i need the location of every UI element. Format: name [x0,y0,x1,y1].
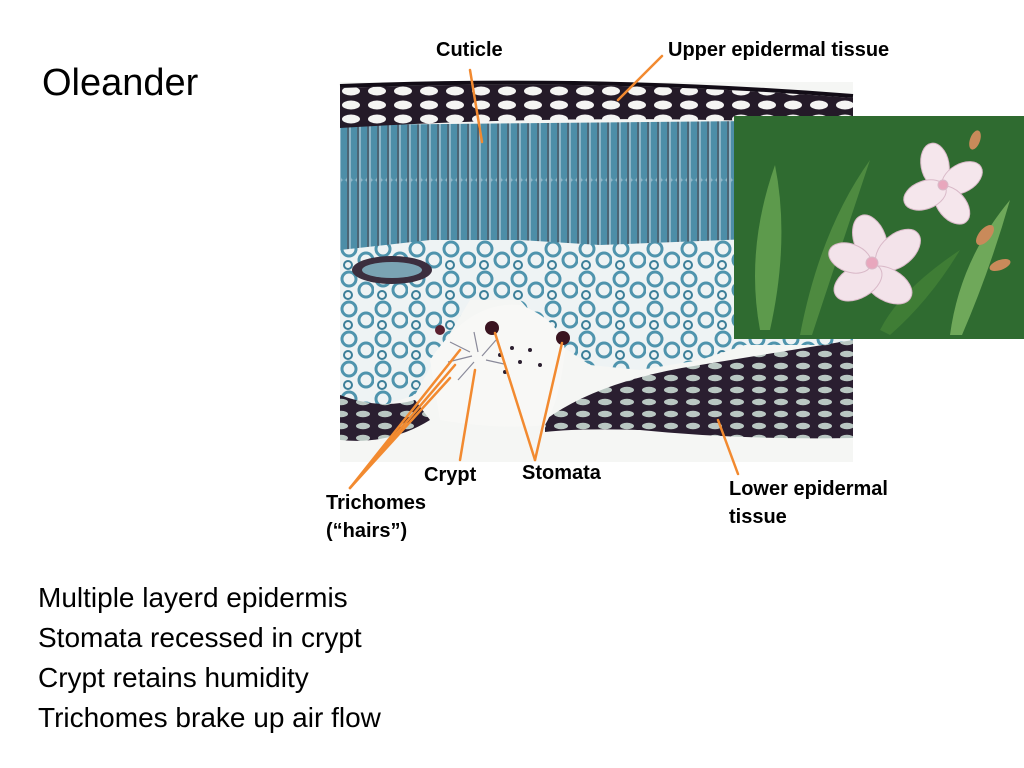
label-lower-epidermal: Lower epidermal [729,478,888,500]
summary-item: Trichomes brake up air flow [38,702,381,733]
trichomes-leader-3 [348,376,452,490]
summary-item: Multiple layerd epidermis [38,582,348,613]
stomata-leader-left [493,331,537,462]
summary-list: Multiple layerd epidermis Stomata recess… [38,578,381,738]
label-trichomes-hairs: (“hairs”) [326,520,408,542]
label-crypt: Crypt [424,464,477,486]
slide-title: Oleander [42,62,199,104]
label-trichomes: Trichomes [326,492,427,514]
stomata-leader-right [533,341,564,462]
crypt-leader [458,368,477,462]
label-lower-epidermal-tissue: tissue [729,506,787,528]
cuticle-leader [468,68,484,144]
label-stomata: Stomata [522,462,601,484]
label-upper-epidermal-tissue: Upper epidermal tissue [668,39,890,61]
summary-item: Crypt retains humidity [38,662,309,693]
upper-epidermal-leader [616,54,664,102]
lower-epidermal-leader [716,418,740,476]
summary-item: Stomata recessed in crypt [38,622,362,653]
label-cuticle: Cuticle [436,39,503,61]
